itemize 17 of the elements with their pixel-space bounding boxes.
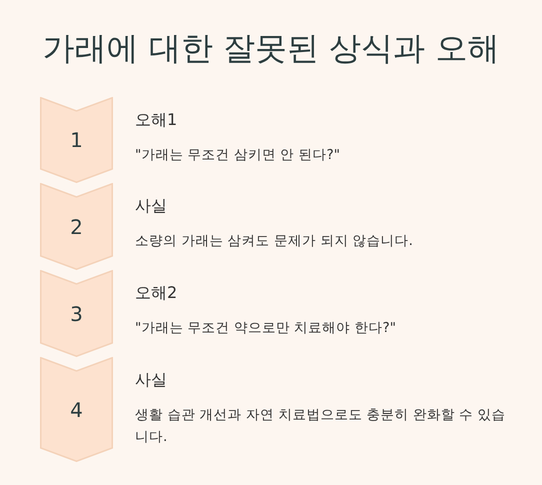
diagram-title: 가래에 대한 잘못된 상식과 오해	[42, 28, 500, 69]
chevron-step	[40, 357, 113, 462]
step-number: 3	[69, 302, 84, 326]
step-heading: 사실	[135, 196, 167, 216]
step-number: 1	[69, 128, 84, 152]
step-number: 2	[69, 214, 84, 238]
step-description: 생활 습관 개선과 자연 치료법으로도 충분히 완화할 수 있습니다.	[135, 406, 507, 447]
chevron-step	[40, 183, 113, 270]
step-description: "가래는 무조건 약으로만 치료해야 한다?"	[135, 319, 396, 338]
step-heading: 사실	[135, 370, 167, 390]
chevron-step	[40, 270, 113, 357]
step-description: 소량의 가래는 삼켜도 문제가 되지 않습니다.	[135, 232, 413, 251]
step-heading: 오해1	[135, 110, 178, 130]
step-heading: 오해2	[135, 283, 178, 303]
step-number: 4	[69, 398, 84, 422]
chevron-step	[40, 97, 113, 183]
step-description: "가래는 무조건 삼키면 안 된다?"	[135, 146, 340, 165]
